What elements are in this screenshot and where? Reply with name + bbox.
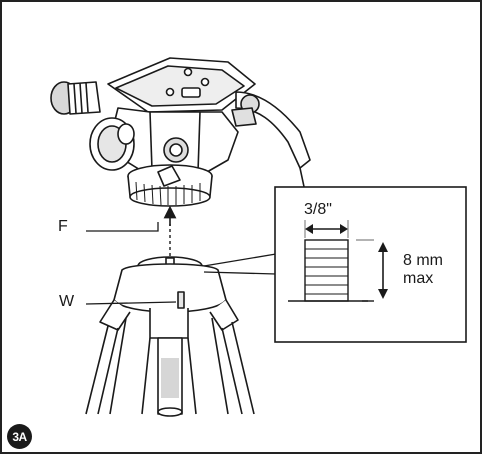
- label-tripod-bowl: W: [59, 293, 75, 310]
- callout-pointer-bottom: [203, 271, 277, 275]
- fluid-head: [50, 57, 311, 207]
- leader-w: [85, 301, 177, 305]
- screw-length-value: 8 mm: [403, 252, 443, 269]
- screw-length-qualifier: max: [403, 270, 434, 288]
- tripod: [85, 256, 255, 417]
- lock-knob: [177, 291, 185, 309]
- step-badge: 3A: [7, 424, 32, 449]
- callout-pointer-top: [203, 253, 277, 267]
- screw-length-label: 8 mm max: [403, 252, 443, 289]
- thread-size-label: 3/8": [304, 201, 332, 218]
- screw-body: [304, 239, 349, 302]
- left-handle-knob: [50, 81, 101, 115]
- label-fluid-head: F: [58, 218, 68, 235]
- thread-detail-inset: [274, 186, 467, 343]
- leader-f: [86, 222, 159, 232]
- tripod-casting: [113, 263, 227, 313]
